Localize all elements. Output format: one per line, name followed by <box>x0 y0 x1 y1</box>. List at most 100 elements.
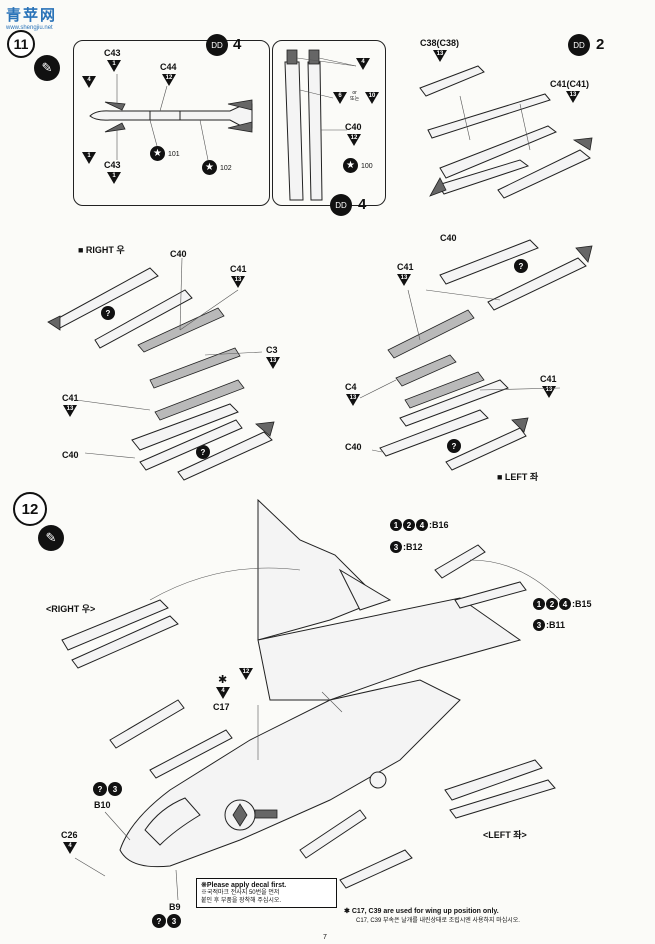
decal-101-icon: ★ <box>150 146 165 161</box>
label-or: or 또는 <box>350 90 360 102</box>
part-num-tri-bottom: 1 <box>82 152 96 164</box>
footer-note-kr: C17, C39 부속은 날개를 내린상태로 조립시엔 사용하지 마십시오. <box>356 918 520 924</box>
right-side-label: <RIGHT 우> <box>46 604 96 614</box>
panel-left-step: 4 <box>233 36 242 53</box>
label-c41-right-b: C41 <box>62 393 79 403</box>
variant-3-icon: 3 <box>533 619 545 631</box>
part-num-c43-top: 1 <box>107 60 121 72</box>
part-num-c38: 13 <box>433 50 447 62</box>
asterisk-c17: ✱ <box>218 674 228 686</box>
decal-102-label: 102 <box>220 165 232 172</box>
decal-100-label: 100 <box>361 163 373 170</box>
variant-2-icon: 2 <box>546 598 558 610</box>
callout-question-3: ? <box>514 259 528 273</box>
footer-note-en-text: C17, C39 are used for wing up position o… <box>351 908 499 915</box>
label-c41-right-a: C41 <box>230 264 247 274</box>
label-c44: C44 <box>160 62 177 72</box>
part-num-tri-10: 10 <box>365 92 379 104</box>
footer-note-en: ✱ C17, C39 are used for wing up position… <box>344 908 499 915</box>
variant-b15: 1 2 4 :B15 <box>533 598 592 610</box>
part-num-c3: 13 <box>266 357 280 369</box>
glue-icon: ✎ <box>34 55 60 81</box>
panel-mid-step: 4 <box>358 196 367 213</box>
label-b11: :B11 <box>546 620 566 630</box>
label-c41-left-a: C41 <box>397 262 414 272</box>
decal-102-icon: ★ <box>202 160 217 175</box>
right-group-drawing <box>47 257 275 481</box>
step-marker-icon-right: DD <box>568 34 590 56</box>
decal-note-en: ※Please apply decal first. <box>201 882 287 889</box>
watermark-sub: www.shengjiu.net <box>6 25 53 31</box>
part-num-tri-top: 4 <box>82 76 96 88</box>
label-c43-top: C43 <box>104 48 121 58</box>
label-b9: B9 <box>169 902 181 912</box>
label-c3: C3 <box>266 345 278 355</box>
part-num-c17: 4 <box>216 687 230 699</box>
page-number: 7 <box>323 934 327 941</box>
label-c40-right-group: C40 <box>170 249 187 259</box>
label-b15: :B15 <box>572 599 592 609</box>
left-group-drawing <box>359 239 593 471</box>
callout-question-1: ? <box>101 306 115 320</box>
variant-3-icon: 3 <box>390 541 402 553</box>
label-c26: C26 <box>61 830 78 840</box>
left-group-title: ■ LEFT 좌 <box>497 472 539 482</box>
footer-note: ✱ C17, C39 are used for wing up position… <box>344 907 644 924</box>
panel-bomb-assembly <box>73 40 270 206</box>
variant-b16: 1 2 4 :B16 <box>390 519 449 531</box>
callout-question-5: ? <box>93 782 107 796</box>
decal-101-label: 101 <box>168 151 180 158</box>
decal-note-box: ※Please apply decal first. ※국적마크 전사지 50번… <box>196 878 337 908</box>
variant-1-icon: 1 <box>390 519 402 531</box>
part-num-12: 12 <box>239 668 253 680</box>
label-c40-left-group: C40 <box>440 233 457 243</box>
variant-b11: 3 :B11 <box>533 619 565 631</box>
label-c41-right: C41(C41) <box>550 79 590 89</box>
part-num-c41-left-b: 13 <box>542 386 556 398</box>
part-num-c41-right-b: 13 <box>63 405 77 417</box>
label-c4: C4 <box>345 382 357 392</box>
decal-note-kr: ※국적마크 전사지 50번을 먼저 붙인 후 부품을 장착해 주십시오. <box>201 890 282 904</box>
part-num-c43-bottom: 1 <box>107 172 121 184</box>
panel-right-step: 2 <box>596 36 605 53</box>
watermark-main: 青苹网 <box>6 7 58 24</box>
panel-pylon-assembly <box>272 40 386 206</box>
step-11-marker: 11 <box>7 30 35 58</box>
label-c40-right-b: C40 <box>62 450 79 460</box>
part-num-c40-mid: 12 <box>347 134 361 146</box>
label-c40-mid: C40 <box>345 122 362 132</box>
step-12-marker: 12 <box>13 492 47 526</box>
part-num-c41-right-a: 13 <box>231 276 245 288</box>
variant-2-icon: 2 <box>403 519 415 531</box>
step-marker-icon-mid: DD <box>330 194 352 216</box>
callout-question-4: ? <box>447 439 461 453</box>
label-c39: C39 <box>275 687 292 697</box>
variant-3-icon: 3 <box>108 782 122 796</box>
part-num-c26: 4 <box>63 842 77 854</box>
variant-1-icon: 1 <box>533 598 545 610</box>
part-num-c41-left-a: 13 <box>397 274 411 286</box>
right-group-title: ■ RIGHT 우 <box>78 245 125 255</box>
part-num-tri-4: 4 <box>356 58 370 70</box>
step-marker-icon: DD <box>206 34 228 56</box>
variant-b10: ? 3 <box>93 782 122 796</box>
asterisk-c39: ✱ <box>278 659 288 671</box>
watermark: 青苹网 www.shengjiu.net <box>6 4 57 31</box>
label-c43-bottom: C43 <box>104 160 121 170</box>
label-c38: C38(C38) <box>420 38 460 48</box>
variant-b12: 3 :B12 <box>390 541 423 553</box>
variant-4-icon: 4 <box>416 519 428 531</box>
callout-question-2: ? <box>196 445 210 459</box>
label-c40-left-b: C40 <box>345 442 362 452</box>
part-num-c39: 4 <box>276 672 290 684</box>
part-num-c41-right: 13 <box>566 91 580 103</box>
left-side-label: <LEFT 좌> <box>483 830 527 840</box>
variant-4-icon: 4 <box>559 598 571 610</box>
label-c17: C17 <box>213 702 230 712</box>
glue-icon-step12: ✎ <box>38 525 64 551</box>
callout-question-6: ? <box>152 914 166 928</box>
label-b12: :B12 <box>403 542 423 552</box>
part-num-tri-6: 6 <box>333 92 347 104</box>
label-b16: :B16 <box>429 520 449 530</box>
variant-b9: ? 3 <box>152 914 181 928</box>
